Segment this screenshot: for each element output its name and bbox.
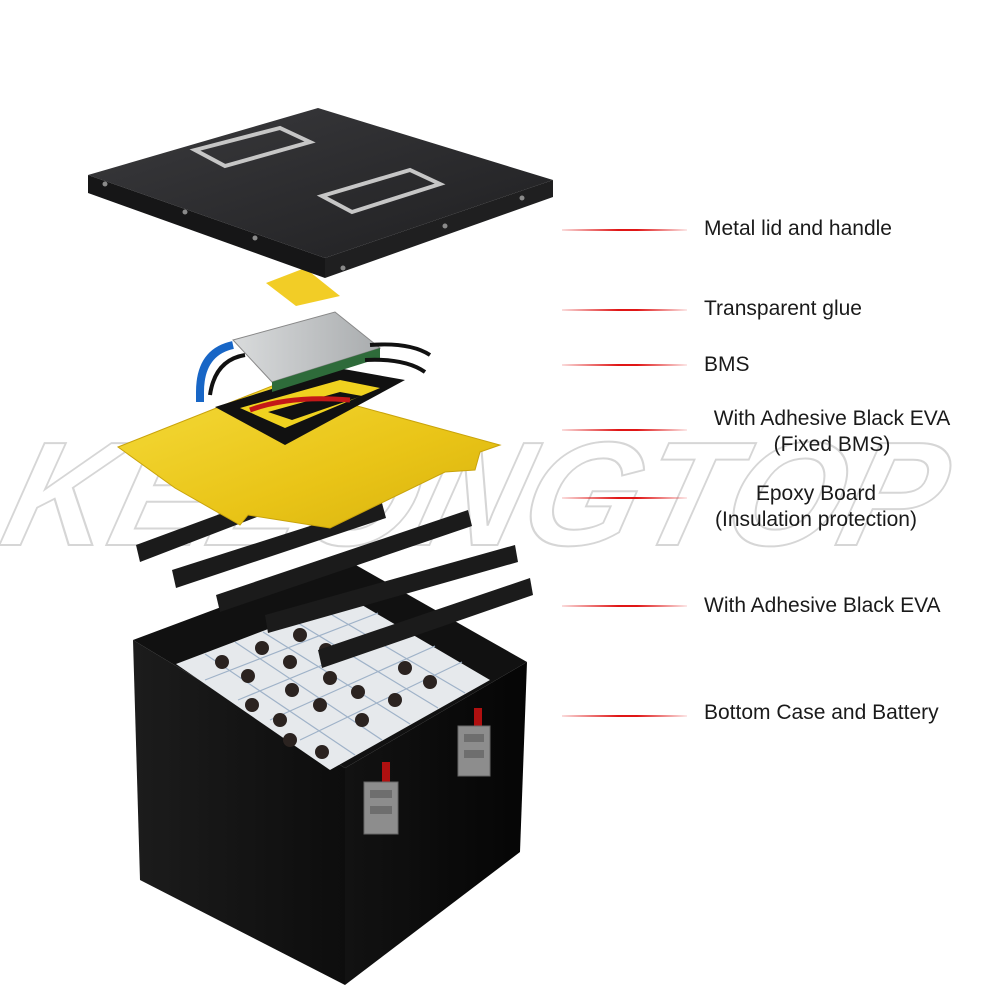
label-lid-text: Metal lid and handle [704,217,892,240]
label-bms: BMS [704,352,750,378]
eva-strip-4 [265,545,518,633]
label-epoxy-line1: Epoxy Board [755,482,877,505]
cell-terminals [215,628,437,759]
label-case: Bottom Case and Battery [704,700,939,726]
eva-strip-3 [216,510,472,612]
label-glue: Transparent glue [704,296,862,322]
leader-eva-fixed [562,429,687,431]
leader-eva [562,605,687,607]
leader-lid [562,229,687,231]
transparent-glue [266,268,340,306]
lid-top [88,108,553,258]
eva-strip-5 [318,578,533,668]
anderson-connector-right [457,708,491,777]
lid-handle-right [316,167,446,215]
label-glue-text: Transparent glue [704,297,862,320]
label-eva-text: With Adhesive Black EVA [704,594,941,617]
metal-lid [88,108,553,278]
anderson-connector-left [363,762,399,835]
leader-glue [562,309,687,311]
label-case-text: Bottom Case and Battery [704,701,939,724]
label-eva-fixed: With Adhesive Black EVA (Fixed BMS) [702,406,962,458]
lid-handle-left [189,125,316,169]
bms-board [196,311,432,402]
label-epoxy-line2: (Insulation protection) [715,508,917,531]
leader-case [562,715,687,717]
bottom-case [133,560,527,985]
epoxy-board [116,383,502,529]
label-lid: Metal lid and handle [704,216,892,242]
label-epoxy: Epoxy Board (Insulation protection) [686,481,946,533]
label-bms-text: BMS [704,353,750,376]
label-eva-fixed-line2: (Fixed BMS) [773,433,891,456]
label-eva-fixed-line1: With Adhesive Black EVA [713,407,951,430]
lid-right-edge [325,180,553,278]
label-eva: With Adhesive Black EVA [704,593,941,619]
eva-bms-frame [215,368,405,445]
leader-epoxy [562,497,687,499]
case-front-face [133,640,345,985]
lid-front-edge [88,175,325,278]
leader-bms [562,364,687,366]
